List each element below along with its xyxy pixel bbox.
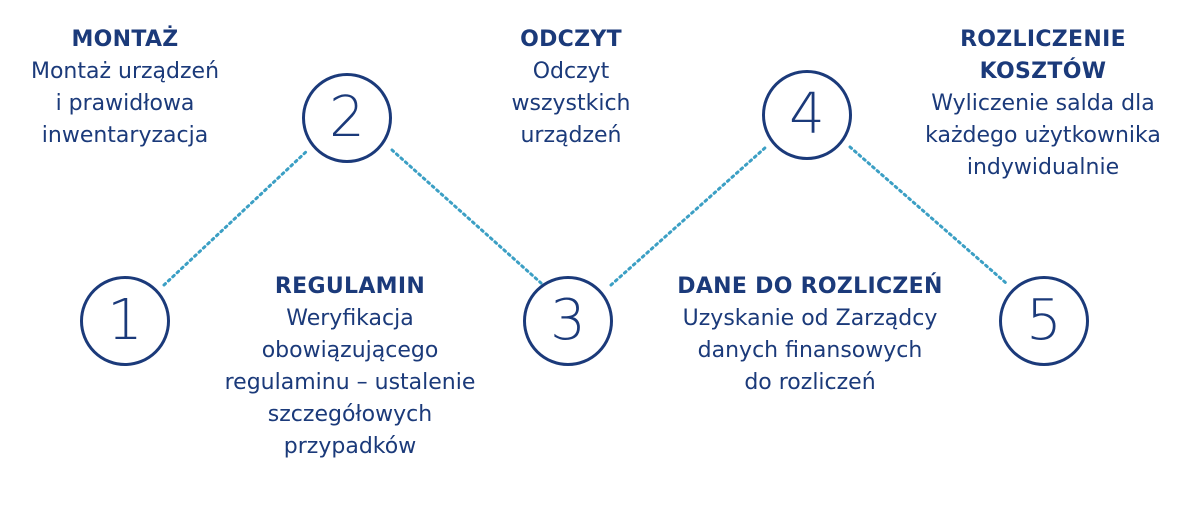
step-5-desc-line: do rozliczeń: [744, 370, 876, 395]
step-2-label: MONTAŻ Montaż urządzeń i prawidłowa inwe…: [0, 24, 250, 152]
step-1-circle: 1: [80, 276, 170, 366]
step-5-desc-line: danych finansowych: [697, 338, 923, 363]
step-2-desc-line: inwentaryzacja: [41, 123, 209, 148]
step-3-desc-line: urządzeń: [520, 123, 622, 148]
connector-3-4: [609, 145, 768, 287]
step-2-desc-line: i prawidłowa: [55, 91, 195, 116]
step-5-desc-line: Uzyskanie od Zarządcy: [682, 306, 938, 331]
step-5-circle: 5: [999, 276, 1089, 366]
step-4-circle: 4: [762, 70, 852, 160]
connector-4-5: [848, 145, 1008, 285]
step-3-label: ODCZYT Odczyt wszystkich urządzeń: [471, 24, 671, 152]
connector-1-2: [162, 148, 310, 287]
step-4-desc-line: każdego użytkownika: [925, 123, 1161, 148]
step-1-desc-line: przypadków: [283, 434, 417, 459]
step-1-desc-line: Weryfikacja: [286, 306, 414, 331]
connector-2-3: [390, 148, 543, 285]
step-3-title: ODCZYT: [520, 27, 622, 52]
step-1-label: REGULAMIN Weryfikacja obowiązującego reg…: [185, 271, 515, 463]
step-4-number: 4: [789, 82, 825, 147]
step-4-title-line: KOSZTÓW: [979, 59, 1107, 84]
step-4-desc-line: indywidualnie: [966, 155, 1120, 180]
step-2-title: MONTAŻ: [71, 27, 179, 52]
step-4-desc-line: Wyliczenie salda dla: [931, 91, 1155, 116]
step-1-desc-line: szczegółowych: [267, 402, 433, 427]
step-4-label: ROZLICZENIE KOSZTÓW Wyliczenie salda dla…: [893, 24, 1193, 184]
step-1-desc-line: regulaminu – ustalenie: [224, 370, 476, 395]
step-1-number: 1: [107, 288, 143, 353]
step-2-number: 2: [329, 85, 365, 150]
step-5-number: 5: [1026, 288, 1062, 353]
step-4-title-line: ROZLICZENIE: [960, 27, 1126, 52]
step-5-label: DANE DO ROZLICZEŃ Uzyskanie od Zarządcy …: [640, 271, 980, 399]
step-2-circle: 2: [302, 73, 392, 163]
step-3-circle: 3: [523, 276, 613, 366]
step-1-title: REGULAMIN: [274, 274, 426, 299]
step-5-title: DANE DO ROZLICZEŃ: [677, 274, 943, 299]
step-2-desc-line: Montaż urządzeń: [30, 59, 220, 84]
step-1-desc-line: obowiązującego: [261, 338, 439, 363]
step-3-desc-line: Odczyt: [532, 59, 610, 84]
step-3-number: 3: [550, 288, 586, 353]
step-3-desc-line: wszystkich: [511, 91, 631, 116]
